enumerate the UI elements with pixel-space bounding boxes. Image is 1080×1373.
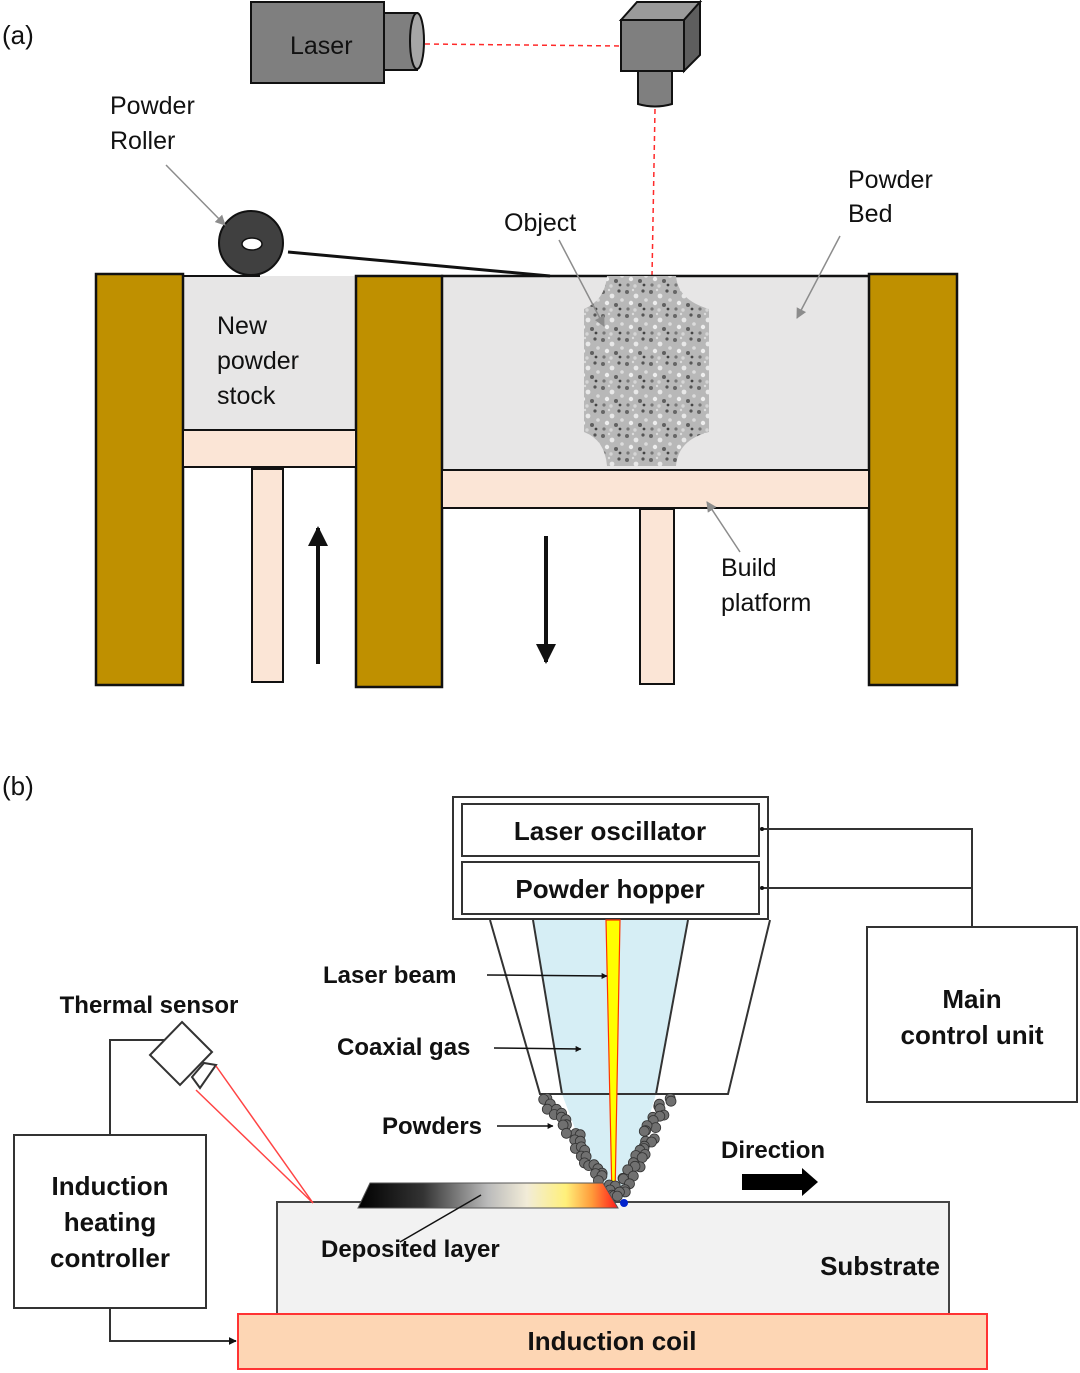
build-piston [639,508,675,685]
powder-particle [561,1127,572,1139]
powders-label: Powders [382,1113,482,1140]
laser-label: Laser [290,32,353,60]
build-platform [441,469,870,509]
induction-controller-line2: heating [64,1207,156,1237]
laser-beam-vertical [651,108,656,277]
laser-oscillator-box [461,803,760,857]
deposited-layer-label: Deposited layer [321,1236,500,1263]
powder-roller [218,210,551,278]
powder-roller-label-line2: Roller [110,127,175,155]
direction-arrow-icon [742,1168,818,1196]
main-control-unit-box [866,926,1078,1103]
powder-bed-pointer [796,235,841,319]
induction-controller-line3: controller [50,1243,170,1273]
induction-coil [237,1313,988,1370]
new-powder-stock-line3: stock [217,382,276,410]
main-control-unit-line1: Main [942,984,1001,1014]
scanner-head [618,0,703,108]
laser-beam-horizontal [424,43,622,47]
roller-pointer [165,164,226,226]
induction-controller-line1: Induction [52,1171,169,1201]
powder-particle [611,1190,623,1202]
panel-b: (b) Laser oscillator Powder hopper Main … [2,771,1078,1370]
coaxial-gas-pointer [493,1045,582,1052]
panel-a: (a) Laser [2,0,959,689]
panel-a-label: (a) [2,20,34,50]
coaxial-gas-label: Coaxial gas [337,1034,470,1061]
induction-coil-label: Induction coil [528,1326,697,1356]
new-powder-stock-line1: New [217,312,268,340]
powder-hopper-label: Powder hopper [515,874,704,904]
new-powder-stock-line2: powder [217,347,299,375]
deposited-layer-pointer [399,1194,482,1243]
wall-right [867,272,959,687]
laser-beam-label: Laser beam [323,962,456,989]
scanner-nozzle [637,70,673,108]
controller-to-coil-wire [109,1308,237,1345]
melt-pool-point [620,1199,628,1207]
new-powder-stock-area [183,276,358,432]
build-platform-label-line2: platform [721,589,811,617]
wall-left [94,272,185,687]
powder-stream-left [538,1093,621,1201]
induction-heating-controller-box [13,1134,207,1309]
powder-bed-label-line2: Bed [848,200,892,228]
laser-lens [409,12,425,70]
powder-hopper-box [461,861,760,915]
thermal-sensor-label: Thermal sensor [60,992,239,1019]
powder-feed-platform [182,429,357,468]
controller-to-sensor-wire [109,1039,165,1135]
deposited-layer [357,1182,619,1209]
control-wiring [762,828,973,926]
powder-particle [665,1095,677,1107]
laser-body [250,1,385,84]
powder-roller-label-line1: Powder [110,92,195,120]
object-label: Object [504,209,576,237]
powder-bed-label-line1: Powder [848,166,933,194]
wall-center [354,274,444,689]
powder-stream-right [611,1093,677,1202]
built-object [584,276,709,466]
laser-oscillator-label: Laser oscillator [514,816,706,846]
object-pointer [558,239,605,327]
powder-particle [638,1125,650,1137]
direction-label: Direction [721,1137,825,1164]
laser-source: Laser [250,1,425,84]
laser-beam-pointer [486,972,608,979]
powder-particle [636,1152,648,1163]
main-control-unit-line2: control unit [901,1020,1044,1050]
substrate [276,1201,950,1315]
thermal-sensor [148,1020,314,1204]
substrate-label: Substrate [820,1251,940,1281]
powder-feed-piston [251,468,284,683]
powder-particle [650,1122,662,1133]
panel-b-label: (b) [2,771,34,801]
build-platform-pointer [706,501,741,553]
build-platform-label-line1: Build [721,554,777,582]
